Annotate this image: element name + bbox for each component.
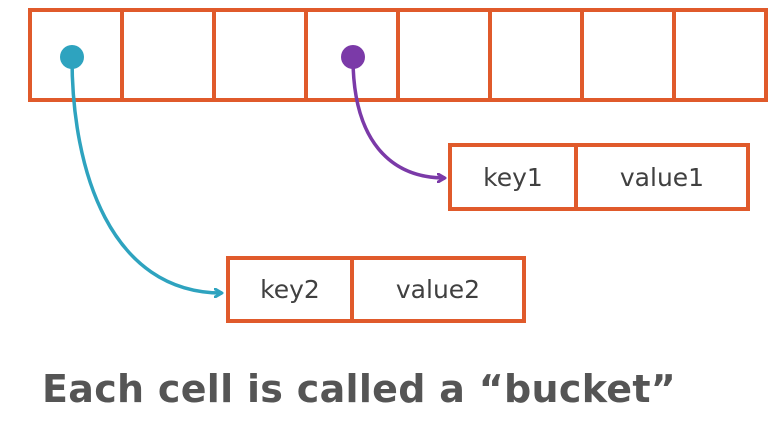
pointer-arrow [70, 57, 222, 293]
value-label: value2 [396, 275, 480, 304]
bucket-cell [396, 8, 492, 102]
value-cell [350, 256, 526, 323]
pointer-to-pair-2 [60, 45, 222, 293]
pointer-to-pair-1 [341, 45, 445, 178]
key-value-pair-1: key1 value1 [448, 143, 750, 211]
bucket-cell [120, 8, 216, 102]
pointer-arrow [351, 57, 445, 178]
bucket-cell [488, 8, 584, 102]
value-cell [574, 143, 750, 211]
bucket-array [28, 8, 768, 102]
bucket-cell [580, 8, 676, 102]
key-label: key1 [483, 163, 543, 192]
value-label: value1 [620, 163, 704, 192]
pointer-dot [341, 45, 365, 69]
bucket-cell [212, 8, 308, 102]
key-label: key2 [260, 275, 320, 304]
key-cell [448, 143, 578, 211]
key-cell [226, 256, 354, 323]
key-value-pair-2: key2 value2 [226, 256, 526, 323]
caption: Each cell is called a “bucket” [42, 367, 677, 411]
pointer-dot [60, 45, 84, 69]
bucket-cell [672, 8, 768, 102]
